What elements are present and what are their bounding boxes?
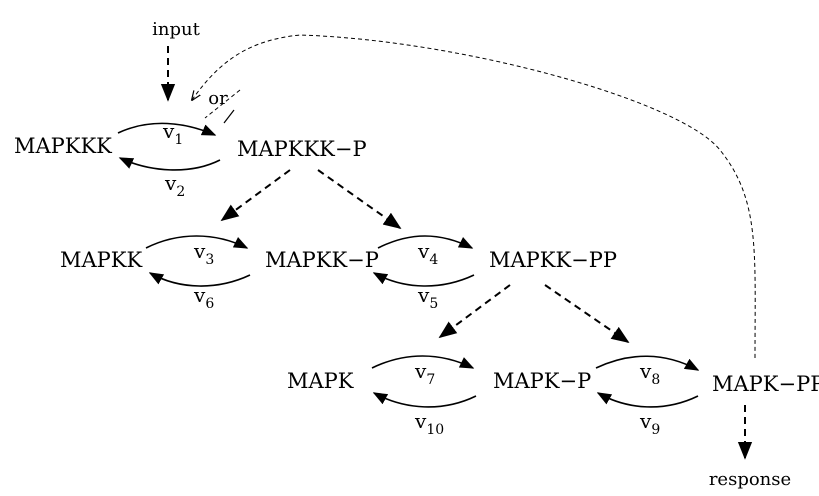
rate-label-v9: v9 <box>639 409 660 438</box>
reaction-arrow-v2 <box>118 157 221 171</box>
input-label: input <box>152 19 200 40</box>
node-mapk-p: MAPK−P <box>493 369 591 393</box>
node-mapkkk: MAPKKK <box>14 134 112 158</box>
node-mapkk-pp: MAPKK−PP <box>489 248 617 272</box>
rate-label-v5: v5 <box>417 283 438 312</box>
reaction-arrow-v6 <box>148 272 251 287</box>
node-mapkk: MAPKK <box>60 248 142 272</box>
catalysis-arrow-v3 <box>220 169 291 222</box>
rate-label-v3: v3 <box>193 239 214 268</box>
rate-label-v6: v6 <box>193 283 214 312</box>
reaction-arrow-v9 <box>596 392 699 408</box>
inhibition-bar <box>223 109 235 124</box>
feedback-inhibition-line <box>204 89 241 119</box>
rate-label-v8: v8 <box>639 359 660 388</box>
reaction-arrow-v10 <box>372 392 477 408</box>
reaction-arrow-v5 <box>372 272 475 287</box>
node-mapkk-p: MAPKK−P <box>265 248 379 272</box>
feedback-activation-arrow <box>192 34 756 359</box>
node-mapk-pp: MAPK−PP <box>712 372 819 396</box>
reaction-arrow-v4 <box>377 235 474 249</box>
rate-label-v7: v7 <box>414 359 435 388</box>
rate-label-v1: v1 <box>162 119 183 148</box>
catalysis-arrow-v4 <box>317 169 402 230</box>
reaction-arrow-v3 <box>145 235 249 249</box>
node-mapkkk-p: MAPKKK−P <box>237 137 367 161</box>
response-label: response <box>709 469 791 490</box>
or-label: or <box>208 88 228 109</box>
rate-label-v2: v2 <box>164 171 185 200</box>
catalysis-arrow-v8 <box>544 284 630 344</box>
reaction-arrow-v8 <box>595 355 700 371</box>
reaction-arrow-v1 <box>117 122 217 136</box>
reaction-arrow-v7 <box>371 355 475 369</box>
catalysis-arrow-v7 <box>438 284 511 339</box>
rate-label-v4: v4 <box>417 239 438 268</box>
rate-label-v10: v10 <box>414 409 444 438</box>
node-mapk: MAPK <box>287 369 354 393</box>
